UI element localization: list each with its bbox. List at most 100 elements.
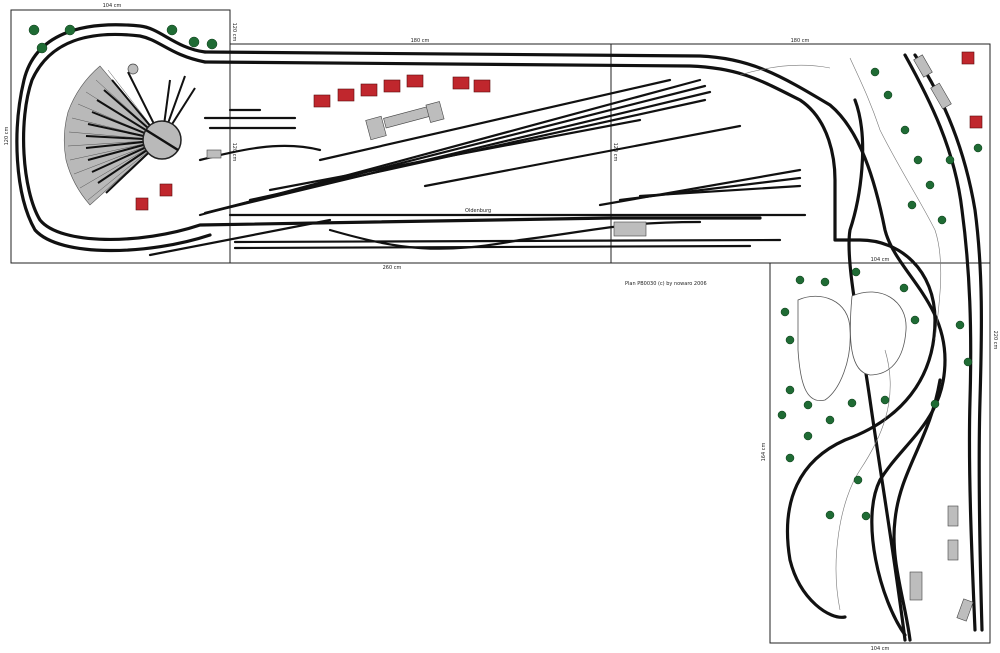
dim-top-middle: 180 cm (411, 38, 430, 44)
yard-track-10 (638, 184, 802, 198)
tree (36, 42, 48, 54)
tree (910, 315, 920, 325)
tree (955, 320, 965, 330)
house-1 (313, 94, 331, 108)
yard-track-13 (233, 244, 752, 250)
yard-track-7 (423, 124, 742, 188)
baseboard-leg (769, 262, 991, 644)
pond-left (797, 296, 851, 401)
trees (28, 24, 983, 521)
yard-track-12 (233, 238, 782, 244)
tree (803, 431, 813, 441)
tree (900, 125, 910, 135)
tree (870, 67, 880, 77)
branch-track-4 (892, 378, 942, 642)
tree (963, 357, 973, 367)
branch-line (847, 53, 984, 642)
house-3 (360, 83, 378, 97)
tree (166, 24, 178, 36)
tree (825, 510, 835, 520)
tree (64, 24, 76, 36)
dim-leg-left: 164 cm (761, 443, 767, 462)
tree (973, 143, 983, 153)
dim-left-side: 120 cm (4, 127, 10, 146)
right-shed-2 (930, 82, 952, 110)
yard-track-11 (148, 218, 332, 257)
house-5 (406, 74, 424, 88)
tree (925, 180, 935, 190)
dim-leg-top: 104 cm (871, 257, 890, 263)
tree (795, 275, 805, 285)
tree (851, 267, 861, 277)
tree (803, 400, 813, 410)
yard-track-6 (318, 78, 672, 162)
tree (777, 410, 787, 420)
dim-leg-right: 220 cm (992, 331, 998, 350)
house-7 (473, 79, 491, 93)
engine-shed-small (206, 149, 222, 159)
tree (28, 24, 40, 36)
main-line-outer (15, 23, 947, 637)
yard-track-5 (268, 118, 642, 192)
station-name: Oldenburg (465, 208, 491, 214)
goods-shed (613, 221, 647, 237)
tree (853, 475, 863, 485)
tree (913, 155, 923, 165)
outer-loop-left (22, 32, 762, 241)
tree (785, 335, 795, 345)
yard-track-3 (208, 90, 712, 214)
inner-loop-main (203, 50, 947, 637)
dimension-labels: 104 cm 180 cm 180 cm 260 cm 120 cm 120 c… (4, 3, 998, 652)
outer-loop-track (203, 60, 937, 619)
tree (785, 385, 795, 395)
tree (899, 283, 909, 293)
contour-line-1 (849, 57, 942, 341)
house-11 (969, 115, 983, 129)
tree (206, 38, 218, 50)
dim-top-left: 104 cm (103, 3, 122, 9)
tree (945, 155, 955, 165)
tree (880, 395, 890, 405)
station-yard (148, 78, 807, 257)
dim-divider-3: 120 cm (612, 143, 618, 162)
tree (861, 511, 871, 521)
water-tower (127, 63, 139, 75)
house-6 (452, 76, 470, 90)
house-8 (135, 197, 149, 211)
station-building (365, 115, 387, 141)
dim-divider-1: 120 cm (231, 23, 237, 42)
tree (930, 399, 940, 409)
dim-top-right: 180 cm (791, 38, 810, 44)
tree (785, 453, 795, 463)
leg-shed-4 (956, 598, 974, 622)
leg-shed-3 (909, 571, 923, 601)
turntable-bridge (145, 128, 179, 152)
inner-loop-left (15, 23, 212, 253)
tree (825, 415, 835, 425)
dim-bottom-long: 260 cm (383, 265, 402, 271)
baseboard-right (610, 43, 991, 264)
contour-line-3 (739, 64, 831, 76)
branch-track-1 (903, 53, 977, 632)
station-building-2 (383, 105, 433, 129)
baseboards (10, 9, 991, 644)
pond-right (849, 291, 907, 376)
roundhouse (64, 65, 163, 206)
leg-shed-2 (947, 539, 959, 561)
tree (907, 200, 917, 210)
tree (820, 277, 830, 287)
contour-line-2 (835, 349, 891, 611)
houses (135, 51, 983, 211)
house-4 (383, 79, 401, 93)
tree (847, 398, 857, 408)
dim-leg-bottom: 104 cm (871, 646, 890, 652)
tree (780, 307, 790, 317)
landscape (739, 57, 942, 611)
right-shed-1 (913, 54, 933, 78)
tree (937, 215, 947, 225)
house-10 (961, 51, 975, 65)
station-building-3 (425, 101, 445, 123)
yard-buildings (206, 54, 974, 622)
plan-title: Plan PB0030 (c) by nowaro 2006 (625, 281, 707, 287)
